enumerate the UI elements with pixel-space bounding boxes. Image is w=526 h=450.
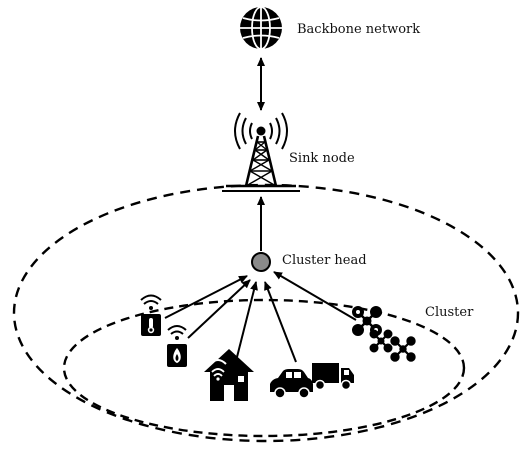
- antenna-tower-icon: [222, 112, 300, 192]
- device-arrows: [164, 271, 357, 363]
- car-icon: [270, 369, 313, 399]
- drone-2: [369, 329, 393, 353]
- backbone-label: Backbone network: [297, 22, 420, 37]
- arrow-thermometer: [164, 275, 248, 319]
- drone-icon: [352, 306, 416, 362]
- cluster-label: Cluster: [425, 305, 474, 320]
- arrow-drones: [273, 271, 357, 321]
- flame-sensor-icon: [167, 325, 187, 367]
- truck-icon: [312, 363, 354, 391]
- sink-label: Sink node: [289, 151, 355, 166]
- cluster-head-node: [251, 252, 271, 272]
- cluster-head-label: Cluster head: [282, 253, 367, 268]
- cluster-boundary: [62, 298, 466, 438]
- house-wifi-icon: [204, 349, 254, 401]
- arrow-fire-sensor: [187, 279, 251, 339]
- thermometer-sensor-icon: [140, 294, 162, 336]
- arrow-house: [235, 281, 258, 362]
- arrow-car: [264, 281, 297, 363]
- globe-icon: [240, 6, 282, 50]
- drone-3: [390, 336, 416, 362]
